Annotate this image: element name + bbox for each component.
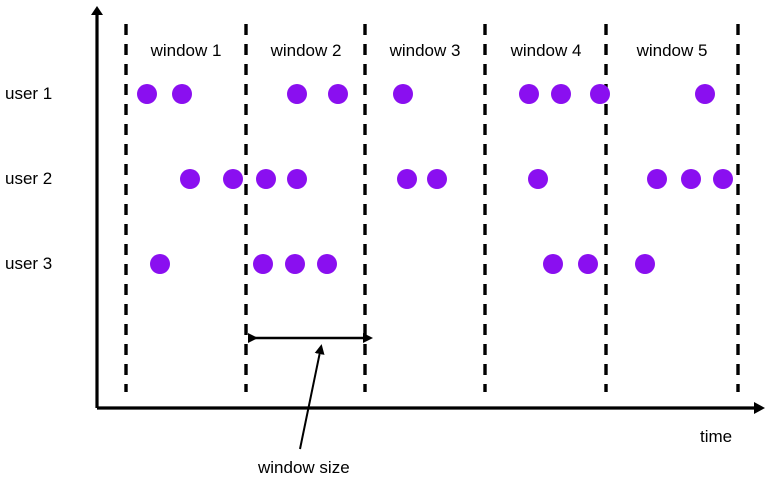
user-row-label-1: user 1 [5,84,53,103]
event-dot-u3-3 [285,254,305,274]
event-dot-u3-7 [635,254,655,274]
window-size-label: window size [258,458,350,477]
event-dot-u2-7 [528,169,548,189]
event-dot-u2-1 [180,169,200,189]
event-dot-u2-6 [427,169,447,189]
user-row-label-3: user 3 [5,254,53,273]
time-axis-label: time [700,427,733,446]
window-label-4: window 4 [510,41,582,60]
event-dot-u3-4 [317,254,337,274]
event-dot-u1-6 [519,84,539,104]
event-dot-u2-10 [713,169,733,189]
event-dot-u2-2 [223,169,243,189]
window-label-3: window 3 [389,41,461,60]
event-dot-u2-4 [287,169,307,189]
window-label-1: window 1 [150,41,222,60]
event-dot-u3-2 [253,254,273,274]
event-dot-u1-8 [590,84,610,104]
event-dot-u1-2 [172,84,192,104]
event-dot-u1-7 [551,84,571,104]
event-dot-u3-1 [150,254,170,274]
event-dot-u1-4 [328,84,348,104]
event-dot-u2-3 [256,169,276,189]
user-row-label-2: user 2 [5,169,53,188]
event-dot-u2-8 [647,169,667,189]
events-group [137,84,733,274]
event-dot-u2-9 [681,169,701,189]
event-dot-u1-9 [695,84,715,104]
event-dot-u1-1 [137,84,157,104]
event-dot-u1-5 [393,84,413,104]
event-dot-u3-5 [543,254,563,274]
window-label-2: window 2 [270,41,342,60]
event-dot-u3-6 [578,254,598,274]
event-dot-u1-3 [287,84,307,104]
window-size-pointer-line [299,344,325,450]
event-dot-u2-5 [397,169,417,189]
window-dividers-group [124,24,740,392]
axes-group [91,6,765,414]
window-size-annotation-group [248,333,373,450]
window-label-5: window 5 [636,41,708,60]
